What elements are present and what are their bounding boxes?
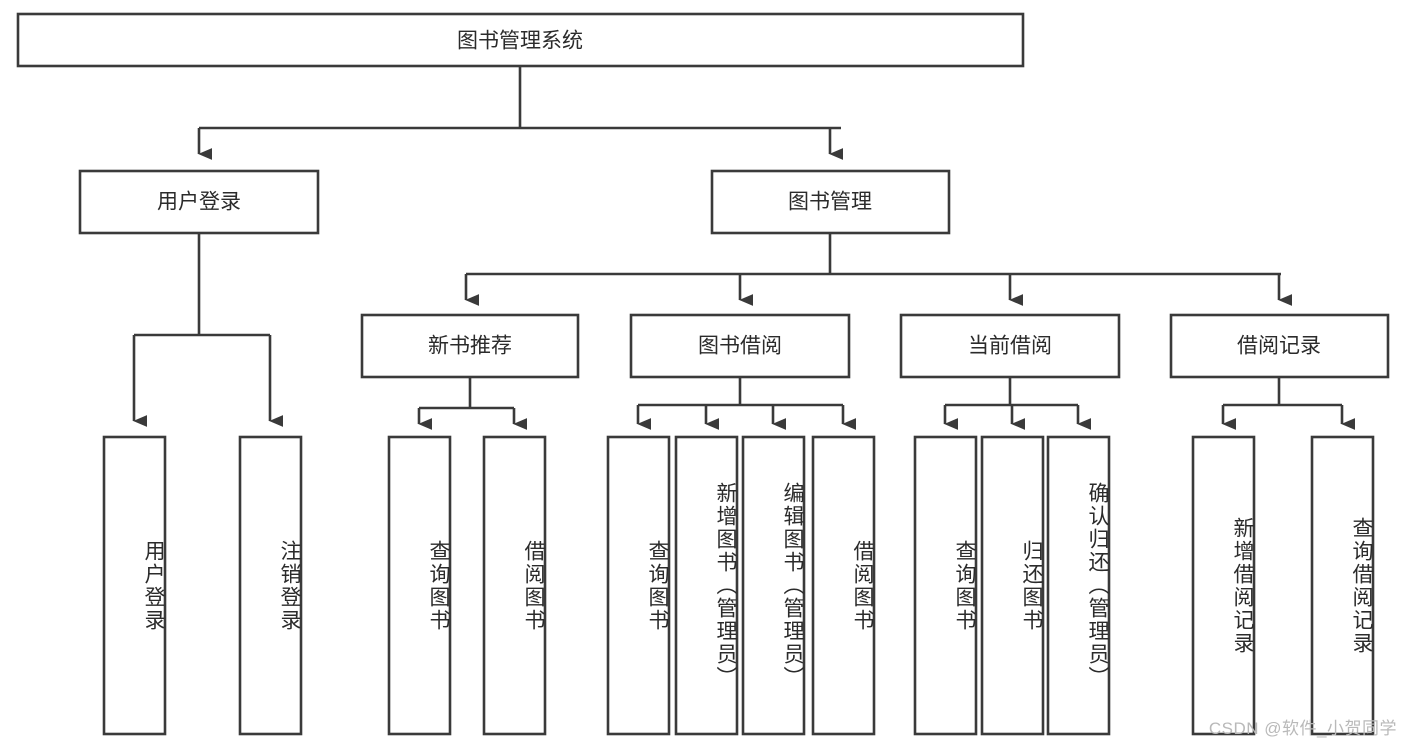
node-book-management[interactable]: 图书管理 xyxy=(710,169,951,235)
node-borrow-record[interactable]: 借阅记录 xyxy=(1169,313,1390,379)
node-leaf-borrow-book-recommend[interactable] xyxy=(482,435,547,736)
node-leaf-edit-book-admin[interactable] xyxy=(741,435,806,736)
node-new-book-recommend-label: 新书推荐 xyxy=(428,335,512,358)
edge-userlogin-to-leaves xyxy=(132,233,284,427)
node-root-label: 图书管理系统 xyxy=(457,30,583,53)
node-leaf-return-book[interactable] xyxy=(980,435,1045,736)
node-leaf-user-login[interactable] xyxy=(102,435,167,736)
node-leaf-query-book-current[interactable] xyxy=(913,435,978,736)
node-user-login[interactable]: 用户登录 xyxy=(78,169,320,235)
node-current-borrow[interactable]: 当前借阅 xyxy=(899,313,1121,379)
node-leaf-logout[interactable] xyxy=(238,435,303,736)
node-leaf-query-book-recommend[interactable] xyxy=(387,435,452,736)
node-leaf-confirm-return-admin[interactable] xyxy=(1046,435,1111,736)
edge-borrow-to-leaves xyxy=(636,377,857,430)
edge-record-to-leaves xyxy=(1221,377,1356,430)
node-new-book-recommend[interactable]: 新书推荐 xyxy=(360,313,580,379)
edge-bookmgmt-to-level3 xyxy=(464,233,1293,306)
edge-root-to-level2 xyxy=(197,66,844,160)
node-leaf-borrow-book[interactable] xyxy=(811,435,876,736)
edge-newbook-to-leaves xyxy=(417,377,528,430)
node-book-borrow-label: 图书借阅 xyxy=(698,335,782,358)
node-current-borrow-label: 当前借阅 xyxy=(968,335,1052,358)
node-root-system[interactable]: 图书管理系统 xyxy=(16,12,1025,68)
node-user-login-label: 用户登录 xyxy=(157,191,241,214)
edge-current-to-leaves xyxy=(943,377,1092,430)
node-leaf-query-book-borrow[interactable] xyxy=(606,435,671,736)
node-book-borrow[interactable]: 图书借阅 xyxy=(629,313,851,379)
node-leaf-add-borrow-record[interactable] xyxy=(1191,435,1256,736)
node-leaf-query-borrow-record[interactable] xyxy=(1310,435,1375,736)
csdn-watermark: CSDN @软件_小贺同学 xyxy=(1208,719,1397,738)
node-leaf-add-book-admin[interactable] xyxy=(674,435,739,736)
node-borrow-record-label: 借阅记录 xyxy=(1237,335,1321,358)
node-book-management-label: 图书管理 xyxy=(788,191,872,214)
